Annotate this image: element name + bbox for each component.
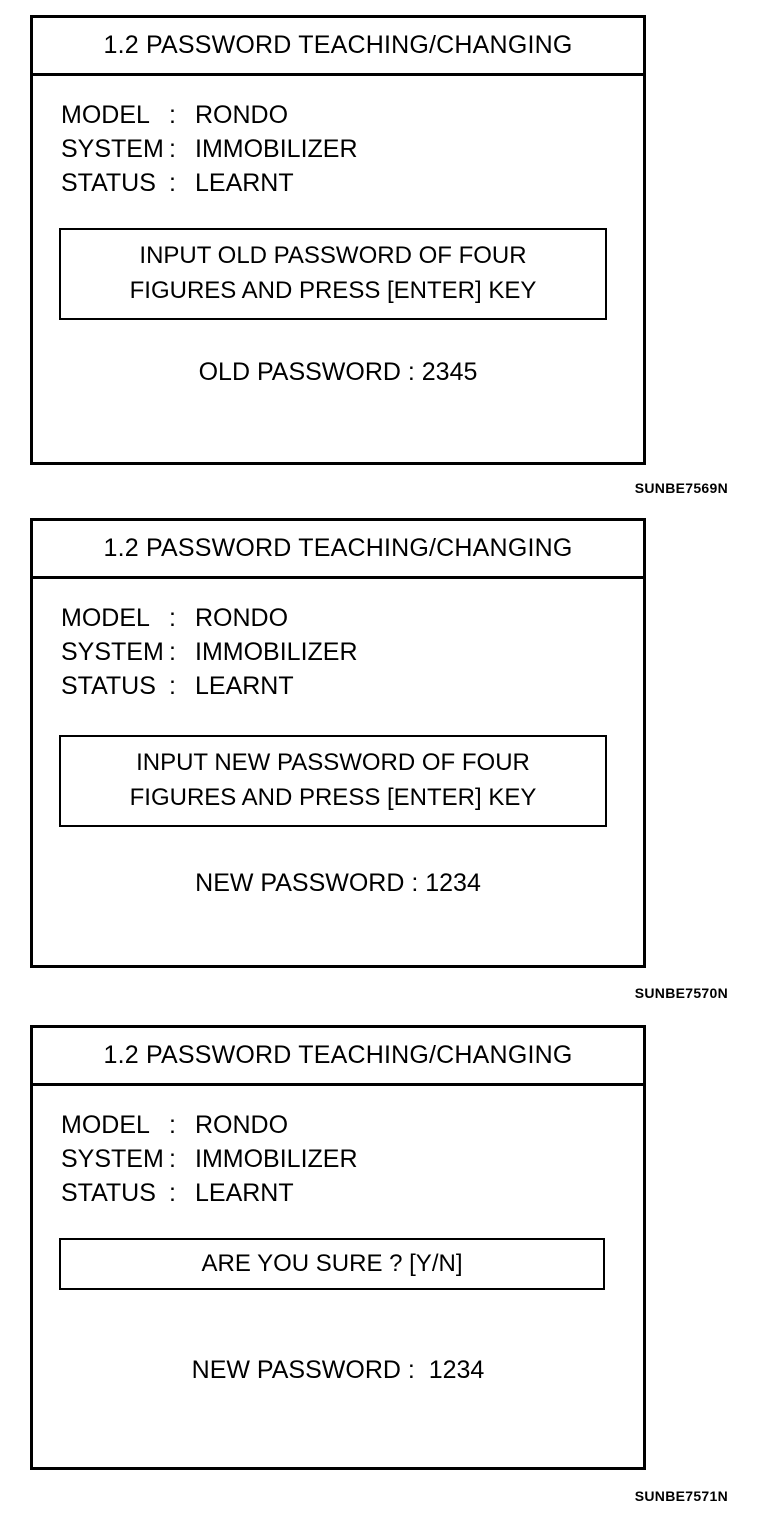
info-label-model: MODEL	[61, 604, 150, 632]
info-row-model: MODEL : RONDO	[61, 601, 358, 635]
info-label-model: MODEL	[61, 1111, 150, 1139]
message-box-2: INPUT NEW PASSWORD OF FOUR FIGURES AND P…	[59, 735, 607, 827]
info-colon-status: :	[169, 169, 176, 197]
scan-tool-screen-3: 1.2 PASSWORD TEACHING/CHANGING MODEL : R…	[30, 1025, 646, 1470]
figure-caption-2: SUNBE7570N	[634, 985, 728, 1001]
figure-caption-1: SUNBE7569N	[634, 480, 728, 496]
info-colon-system: :	[169, 135, 176, 163]
password-readout-3: NEW PASSWORD : 1234	[191, 1356, 485, 1384]
scan-tool-screen-2: 1.2 PASSWORD TEACHING/CHANGING MODEL : R…	[30, 518, 646, 968]
info-colon-status: :	[169, 1179, 176, 1207]
info-colon-system: :	[169, 638, 176, 666]
info-colon-model: :	[169, 101, 176, 129]
screen-body-2: MODEL : RONDO SYSTEM : IMMOBILIZER STATU…	[33, 579, 643, 965]
message-line: FIGURES AND PRESS [ENTER] KEY	[129, 277, 537, 304]
message-line: ARE YOU SURE ? [Y/N]	[201, 1249, 463, 1277]
figure-caption-3: SUNBE7571N	[634, 1488, 728, 1504]
info-block-3: MODEL : RONDO SYSTEM : IMMOBILIZER STATU…	[61, 1108, 358, 1210]
info-value-system: IMMOBILIZER	[195, 135, 358, 163]
info-row-status: STATUS : LEARNT	[61, 166, 358, 200]
info-colon-status: :	[169, 672, 176, 700]
info-value-status: LEARNT	[195, 169, 294, 197]
info-label-model: MODEL	[61, 101, 150, 129]
password-readout-2: NEW PASSWORD : 1234	[195, 869, 481, 897]
info-row-model: MODEL : RONDO	[61, 98, 358, 132]
info-value-system: IMMOBILIZER	[195, 1145, 358, 1173]
info-value-model: RONDO	[195, 604, 289, 632]
scan-tool-screen-1: 1.2 PASSWORD TEACHING/CHANGING MODEL : R…	[30, 15, 646, 465]
message-box-1: INPUT OLD PASSWORD OF FOUR FIGURES AND P…	[59, 228, 607, 320]
info-row-model: MODEL : RONDO	[61, 1108, 358, 1142]
info-label-status: STATUS	[61, 169, 156, 197]
info-row-status: STATUS : LEARNT	[61, 669, 358, 703]
info-block-2: MODEL : RONDO SYSTEM : IMMOBILIZER STATU…	[61, 601, 358, 703]
message-line: FIGURES AND PRESS [ENTER] KEY	[129, 784, 537, 811]
info-colon-model: :	[169, 1111, 176, 1139]
screen-body-3: MODEL : RONDO SYSTEM : IMMOBILIZER STATU…	[33, 1086, 643, 1467]
info-block-1: MODEL : RONDO SYSTEM : IMMOBILIZER STATU…	[61, 98, 358, 200]
screen-title-3: 1.2 PASSWORD TEACHING/CHANGING	[33, 1028, 643, 1086]
info-label-status: STATUS	[61, 1179, 156, 1207]
message-line: INPUT OLD PASSWORD OF FOUR	[139, 242, 527, 270]
message-line: INPUT NEW PASSWORD OF FOUR	[136, 749, 530, 777]
screen-body-1: MODEL : RONDO SYSTEM : IMMOBILIZER STATU…	[33, 76, 643, 462]
info-value-model: RONDO	[195, 101, 289, 129]
info-label-status: STATUS	[61, 672, 156, 700]
message-box-3: ARE YOU SURE ? [Y/N]	[59, 1238, 605, 1290]
info-row-system: SYSTEM : IMMOBILIZER	[61, 635, 358, 669]
info-label-system: SYSTEM	[61, 638, 164, 666]
info-value-status: LEARNT	[195, 1179, 294, 1207]
password-readout-1: OLD PASSWORD : 2345	[198, 358, 478, 386]
screen-title-2: 1.2 PASSWORD TEACHING/CHANGING	[33, 521, 643, 579]
info-row-status: STATUS : LEARNT	[61, 1176, 358, 1210]
info-label-system: SYSTEM	[61, 1145, 164, 1173]
info-value-status: LEARNT	[195, 672, 294, 700]
info-colon-model: :	[169, 604, 176, 632]
info-label-system: SYSTEM	[61, 135, 164, 163]
info-colon-system: :	[169, 1145, 176, 1173]
info-row-system: SYSTEM : IMMOBILIZER	[61, 1142, 358, 1176]
info-value-system: IMMOBILIZER	[195, 638, 358, 666]
info-row-system: SYSTEM : IMMOBILIZER	[61, 132, 358, 166]
screen-title-1: 1.2 PASSWORD TEACHING/CHANGING	[33, 18, 643, 76]
info-value-model: RONDO	[195, 1111, 289, 1139]
